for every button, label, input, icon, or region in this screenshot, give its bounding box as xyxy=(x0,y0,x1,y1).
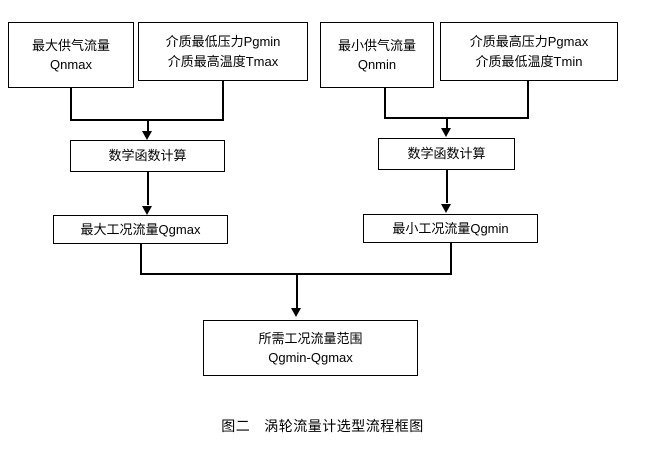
node-required-flow-range-line2: Qgmin-Qgmax xyxy=(268,350,353,365)
node-min-supply-flow-line2: Qnmin xyxy=(357,57,397,72)
arrowhead-right-to-calc xyxy=(441,128,451,137)
arrowhead-left-to-calc xyxy=(142,131,152,140)
connector-qgmax-down xyxy=(140,244,142,275)
figure-caption-text: 涡轮流量计选型流程框图 xyxy=(264,418,424,434)
connector-qnmax-down xyxy=(70,88,72,120)
node-math-function-calc-right: 数学函数计算 xyxy=(378,138,515,170)
connector-pgmax-down xyxy=(527,81,529,118)
connector-calcright-to-qgmin xyxy=(446,170,448,203)
arrowhead-calcright-to-qgmin xyxy=(441,204,451,213)
node-required-flow-range-line1: 所需工况流量范围 xyxy=(258,330,363,346)
node-max-supply-flow-line2: Qnmax xyxy=(50,57,92,72)
node-max-pressure-min-temp-line2: 介质最低温度Tmin xyxy=(475,53,583,69)
node-math-function-calc-left: 数学函数计算 xyxy=(70,140,225,172)
node-min-pressure-max-temp-line2: 介质最高温度Tmax xyxy=(167,53,279,69)
arrowhead-calcleft-to-qgmax xyxy=(142,206,152,215)
figure-caption-number: 图二 xyxy=(221,418,251,434)
node-max-working-flow: 最大工况流量Qgmax xyxy=(53,215,228,244)
figure-caption: 图二涡轮流量计选型流程框图 xyxy=(0,416,645,436)
node-min-working-flow-label: 最小工况流量Qgmin xyxy=(392,220,509,236)
node-max-pressure-min-temp-line1: 介质最高压力Pgmax xyxy=(469,34,589,50)
connector-left-merge-stem xyxy=(147,119,149,134)
connector-right-merge-bar xyxy=(384,117,529,119)
connector-qgmin-down xyxy=(450,243,452,275)
arrowhead-to-result xyxy=(291,308,301,317)
connector-right-merge-stem xyxy=(446,117,448,131)
node-max-working-flow-label: 最大工况流量Qgmax xyxy=(80,221,201,237)
node-max-supply-flow: 最大供气流量 Qnmax xyxy=(8,22,134,88)
node-min-pressure-max-temp: 介质最低压力Pgmin 介质最高温度Tmax xyxy=(138,22,308,81)
connector-qnmin-down xyxy=(384,88,386,118)
node-min-supply-flow: 最小供气流量 Qnmin xyxy=(320,22,434,88)
node-min-working-flow: 最小工况流量Qgmin xyxy=(363,214,538,243)
connector-calcleft-to-qgmax xyxy=(147,172,149,205)
node-max-pressure-min-temp: 介质最高压力Pgmax 介质最低温度Tmin xyxy=(440,22,618,81)
connector-bottom-merge-stem xyxy=(296,273,298,311)
node-min-supply-flow-line1: 最小供气流量 xyxy=(337,37,416,53)
node-required-flow-range: 所需工况流量范围 Qgmin-Qgmax xyxy=(203,320,418,376)
node-math-function-calc-left-label: 数学函数计算 xyxy=(108,148,187,164)
node-max-supply-flow-line1: 最大供气流量 xyxy=(31,37,110,53)
connector-pgmin-down xyxy=(222,81,224,120)
node-min-pressure-max-temp-line1: 介质最低压力Pgmin xyxy=(165,34,281,50)
node-math-function-calc-right-label: 数学函数计算 xyxy=(407,146,486,162)
